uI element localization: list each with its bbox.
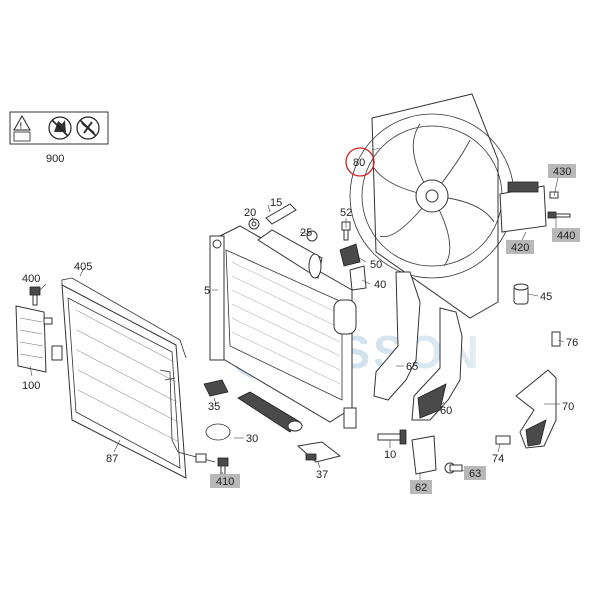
label-80: 80 <box>353 157 365 169</box>
label-60: 60 <box>440 405 452 417</box>
bushing-45 <box>513 283 529 305</box>
label-405: 405 <box>74 261 92 273</box>
no-hands-icon <box>48 116 72 140</box>
hose-25 <box>257 229 323 279</box>
label-62: 62 <box>415 482 427 494</box>
label-63: 63 <box>469 468 481 480</box>
label-50: 50 <box>370 259 382 271</box>
air-guide-70 <box>515 369 557 449</box>
label-76: 76 <box>566 337 578 349</box>
label-440: 440 <box>557 230 575 242</box>
callout-labels: 15 20 25 52 50 40 5 45 76 70 60 65 35 30… <box>22 197 578 481</box>
screw-440 <box>547 211 571 219</box>
hose-30 <box>205 391 303 441</box>
pad-35 <box>203 379 229 397</box>
fan-control-module <box>499 181 547 233</box>
clamp-25b <box>306 230 318 242</box>
label-5: 5 <box>204 285 210 297</box>
label-52: 52 <box>340 207 352 219</box>
label-410: 410 <box>216 476 234 488</box>
fan-shroud <box>349 93 515 319</box>
label-65: 65 <box>406 361 418 373</box>
air-guide-65 <box>373 271 421 401</box>
svg-text:!: ! <box>20 122 23 131</box>
bracket-62 <box>411 435 437 475</box>
label-35: 35 <box>208 401 220 413</box>
bracket-37 <box>296 441 342 463</box>
label-40: 40 <box>374 279 386 291</box>
screw-63 <box>444 462 463 474</box>
clip-76 <box>551 331 561 347</box>
hose-15 <box>265 203 297 225</box>
label-25: 25 <box>300 227 312 239</box>
label-100: 100 <box>22 380 40 392</box>
label-20: 20 <box>244 207 256 219</box>
no-tools-icon <box>76 116 100 140</box>
label-74: 74 <box>492 453 504 465</box>
label-30: 30 <box>246 433 258 445</box>
clamp-20 <box>248 218 260 230</box>
bolt-400 <box>29 286 41 306</box>
label-430: 430 <box>553 166 571 178</box>
label-900: 900 <box>46 153 64 165</box>
bolt-410 <box>217 457 229 477</box>
bolt-10 <box>377 429 407 445</box>
label-37: 37 <box>316 469 328 481</box>
callout-80-circled: 80 <box>345 147 375 177</box>
safety-warning-icons: ! 900 <box>9 111 109 165</box>
label-87: 87 <box>106 453 118 465</box>
bracket-40 <box>349 265 367 291</box>
leader-lines <box>29 147 565 480</box>
condenser <box>51 277 216 479</box>
label-10: 10 <box>384 449 396 461</box>
bracket-50 <box>339 243 361 267</box>
label-400: 400 <box>22 273 40 285</box>
dryer-filter <box>15 305 53 373</box>
bolt-74 <box>495 435 511 445</box>
air-guide-60 <box>411 307 463 421</box>
label-45: 45 <box>540 291 552 303</box>
label-15: 15 <box>270 197 282 209</box>
label-70: 70 <box>562 401 574 413</box>
highlighted-callouts: 430 420 440 410 62 63 <box>210 164 580 494</box>
warning-triangle-icon: ! <box>13 114 31 142</box>
label-420: 420 <box>511 242 529 254</box>
